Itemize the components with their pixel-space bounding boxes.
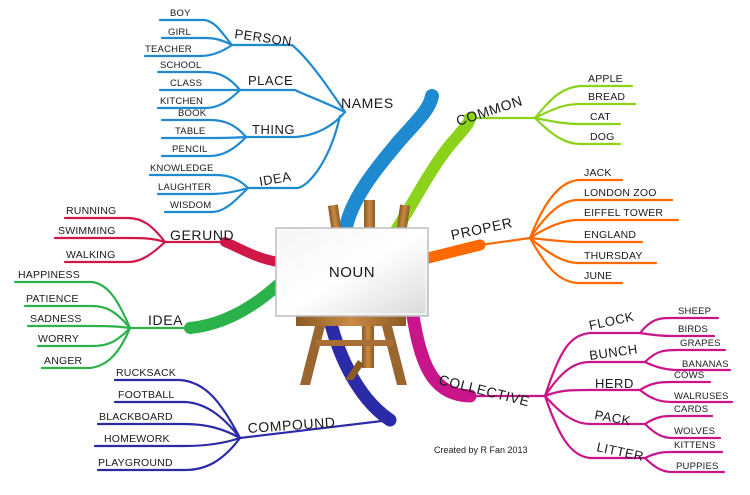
common-sub-branches bbox=[468, 84, 637, 146]
gerund-sub-branches bbox=[53, 216, 227, 264]
list-item: TABLE bbox=[175, 126, 205, 137]
list-item: KITTENS bbox=[674, 440, 716, 451]
list-item: HOMEWORK bbox=[104, 433, 170, 445]
collective-sub-branches bbox=[468, 316, 734, 474]
litter-label: LITTER bbox=[595, 439, 645, 464]
herd-label: HERD bbox=[595, 376, 634, 391]
thing-label: THING bbox=[252, 122, 295, 137]
collective-label: COLLECTIVE bbox=[437, 371, 531, 409]
place-label: PLACE bbox=[248, 73, 293, 88]
list-item: GRAPES bbox=[680, 338, 721, 349]
compound-main-branch bbox=[323, 313, 397, 427]
list-item: WISDOM bbox=[170, 200, 211, 211]
list-item: RUNNING bbox=[66, 205, 116, 217]
list-item: BANANAS bbox=[682, 359, 729, 370]
list-item: EIFFEL TOWER bbox=[584, 207, 663, 219]
list-item: JUNE bbox=[584, 270, 612, 282]
names-main-branch bbox=[338, 89, 439, 239]
proper-sub-branches bbox=[478, 178, 680, 285]
collective-main-branch bbox=[405, 303, 477, 403]
pack-label: PACK bbox=[593, 407, 631, 428]
flock-label: FLOCK bbox=[588, 309, 636, 333]
list-item: WALKING bbox=[66, 249, 115, 261]
idea-sub-branches bbox=[13, 280, 192, 370]
noun-canvas bbox=[275, 227, 429, 317]
bunch-label: BUNCH bbox=[588, 341, 638, 363]
idea-main-branch bbox=[184, 279, 284, 334]
list-item: BOY bbox=[170, 8, 191, 19]
list-item: LAUGHTER bbox=[158, 182, 211, 193]
list-item: SCHOOL bbox=[160, 60, 201, 71]
credit-text: Created by R Fan 2013 bbox=[434, 445, 528, 455]
list-item: GIRL bbox=[168, 27, 191, 38]
list-item: SWIMMING bbox=[58, 225, 116, 237]
list-item: SADNESS bbox=[30, 313, 82, 325]
list-item: HAPPINESS bbox=[18, 269, 80, 281]
list-item: BOOK bbox=[178, 108, 207, 119]
idea-label: IDEA bbox=[148, 312, 183, 328]
compound-sub-branches bbox=[93, 378, 392, 472]
easel-icon bbox=[296, 200, 411, 385]
list-item: PLAYGROUND bbox=[98, 457, 173, 469]
common-label: COMMON bbox=[454, 92, 525, 129]
list-item: WALRUSES bbox=[674, 391, 729, 402]
list-item: KITCHEN bbox=[160, 96, 203, 107]
list-item: RUCKSACK bbox=[116, 367, 176, 379]
list-item: COWS bbox=[674, 370, 704, 381]
names-idea-label: IDEA bbox=[258, 169, 292, 189]
gerund-label: GERUND bbox=[170, 227, 234, 243]
list-item: ENGLAND bbox=[584, 229, 636, 241]
list-item: CARDS bbox=[674, 404, 708, 415]
list-item: PUPPIES bbox=[676, 461, 719, 472]
list-item: WOLVES bbox=[674, 426, 715, 437]
center-label: NOUN bbox=[329, 264, 375, 281]
list-item: PENCIL bbox=[172, 144, 208, 155]
list-item: PATIENCE bbox=[26, 293, 79, 305]
list-item: BREAD bbox=[588, 91, 625, 103]
proper-main-branch bbox=[414, 239, 486, 266]
names-label: NAMES bbox=[341, 95, 394, 111]
list-item: DOG bbox=[590, 131, 615, 143]
list-item: JACK bbox=[584, 167, 612, 179]
list-item: KNOWLEDGE bbox=[150, 163, 214, 174]
list-item: ANGER bbox=[44, 355, 83, 367]
compound-label: COMPOUND bbox=[247, 414, 336, 436]
list-item: CAT bbox=[590, 111, 611, 123]
list-item: LONDON ZOO bbox=[584, 187, 657, 199]
list-item: BIRDS bbox=[678, 324, 708, 335]
list-item: BLACKBOARD bbox=[99, 411, 173, 423]
list-item: TEACHER bbox=[145, 44, 192, 55]
proper-label: PROPER bbox=[449, 214, 514, 243]
list-item: CLASS bbox=[170, 78, 202, 89]
list-item: THURSDAY bbox=[584, 250, 643, 262]
list-item: APPLE bbox=[588, 73, 623, 85]
list-item: WORRY bbox=[38, 333, 79, 345]
names-sub-branches bbox=[143, 18, 347, 214]
gerund-main-branch bbox=[220, 237, 283, 267]
list-item: SHEEP bbox=[678, 306, 711, 317]
list-item: FOOTBALL bbox=[118, 389, 174, 401]
